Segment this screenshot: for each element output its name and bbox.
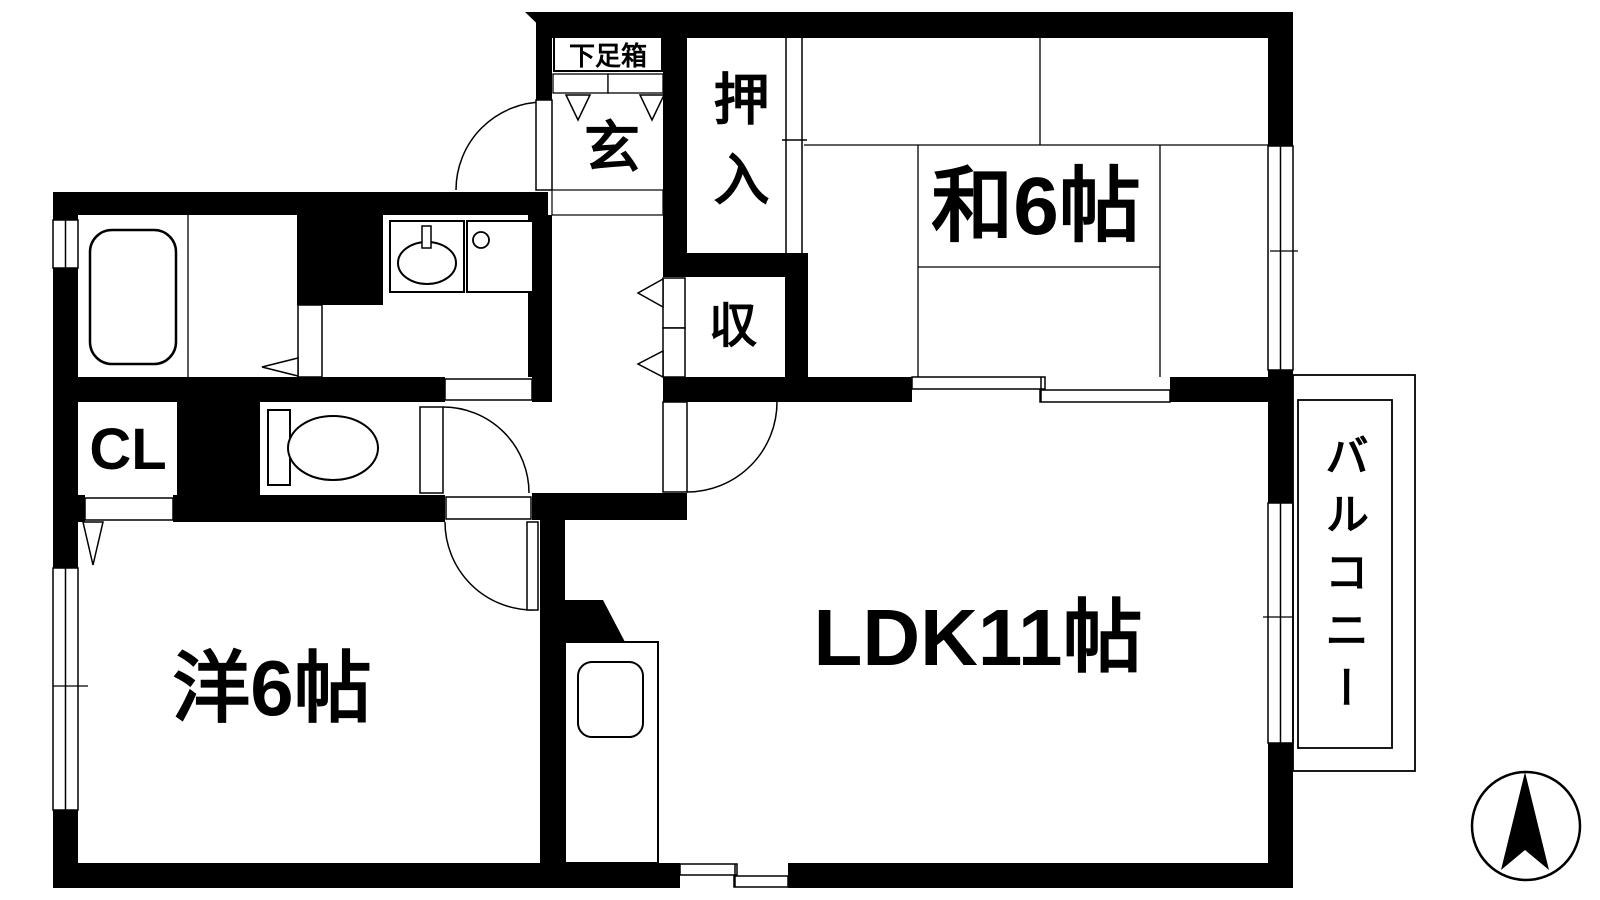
wall-storage-right <box>785 253 808 377</box>
kitchen-counter <box>564 641 659 864</box>
washing-machine-pan <box>466 220 534 293</box>
wall-band1-left <box>53 377 445 402</box>
window-japanese-right <box>1267 145 1298 371</box>
wall-right-upper <box>1268 38 1293 146</box>
closet-label: CL <box>89 417 167 482</box>
sliding-door-japanese-ldk <box>911 376 1171 403</box>
bathroom-sliding-door <box>261 304 323 378</box>
japanese-room-label: 和6帖 <box>931 161 1141 252</box>
oshiire-closet-label: 押入 <box>706 70 769 230</box>
kitchen-sink <box>577 661 644 738</box>
compass <box>1470 770 1582 882</box>
genkan-step <box>551 189 664 216</box>
fixtures <box>88 73 664 864</box>
wall-band1-right <box>532 377 552 402</box>
shoe-box-door-marks <box>564 94 666 122</box>
wall-band2-b <box>173 495 445 522</box>
wall-left-c <box>53 810 78 863</box>
wall-block-top <box>53 192 548 215</box>
entrance-label: 玄 <box>584 116 640 179</box>
shoe-cabinet <box>552 73 664 94</box>
wall-kitchen-chunk <box>565 600 625 642</box>
closet-door <box>82 497 174 566</box>
shoe-box-label: 下足箱 <box>553 36 663 72</box>
window-bottom-sliding <box>679 863 789 888</box>
doors <box>82 94 778 611</box>
wall-genkan-left <box>536 13 552 100</box>
window-balcony-door <box>1263 502 1294 744</box>
washroom-doorway <box>444 378 533 401</box>
tatami-lines <box>187 38 1268 377</box>
balcony-label: バルコニー <box>1318 433 1367 723</box>
storage-folding-door <box>636 277 686 379</box>
wall-bottom-right <box>788 863 1293 888</box>
western-room-label: 洋6帖 <box>172 644 372 732</box>
storage-label: 収 <box>708 300 758 353</box>
wall-washitsu-bottom-b <box>1170 377 1293 402</box>
window-western-left <box>52 567 88 811</box>
oshiire-partition <box>782 38 807 253</box>
western-room-door <box>444 496 539 611</box>
wall-bottom-left <box>53 863 680 888</box>
wall-toilet-left <box>177 402 260 495</box>
wall-kitchen <box>540 520 565 863</box>
toilet <box>267 409 379 486</box>
north-arrow-icon <box>1501 772 1549 870</box>
wall-washitsu-bottom-a <box>663 377 912 402</box>
ldk-door <box>662 401 778 493</box>
wall-band2-a <box>53 495 85 522</box>
walls <box>53 12 1293 888</box>
washbasin <box>389 220 465 293</box>
ldk-label: LDK11帖 <box>813 593 1143 682</box>
window-bathroom-left <box>52 219 79 269</box>
wall-oshiire-bottom <box>663 253 808 277</box>
wall-top <box>525 12 1293 38</box>
toilet-door <box>419 406 530 494</box>
wall-left-b <box>53 268 78 568</box>
bathtub <box>88 228 178 366</box>
balcony-railing <box>1292 374 1416 772</box>
wall-hall-right <box>663 38 687 253</box>
entrance-door <box>455 99 553 191</box>
wall-band2-c <box>532 493 687 520</box>
windows <box>52 145 1298 888</box>
wall-bath-chunk <box>297 215 383 305</box>
